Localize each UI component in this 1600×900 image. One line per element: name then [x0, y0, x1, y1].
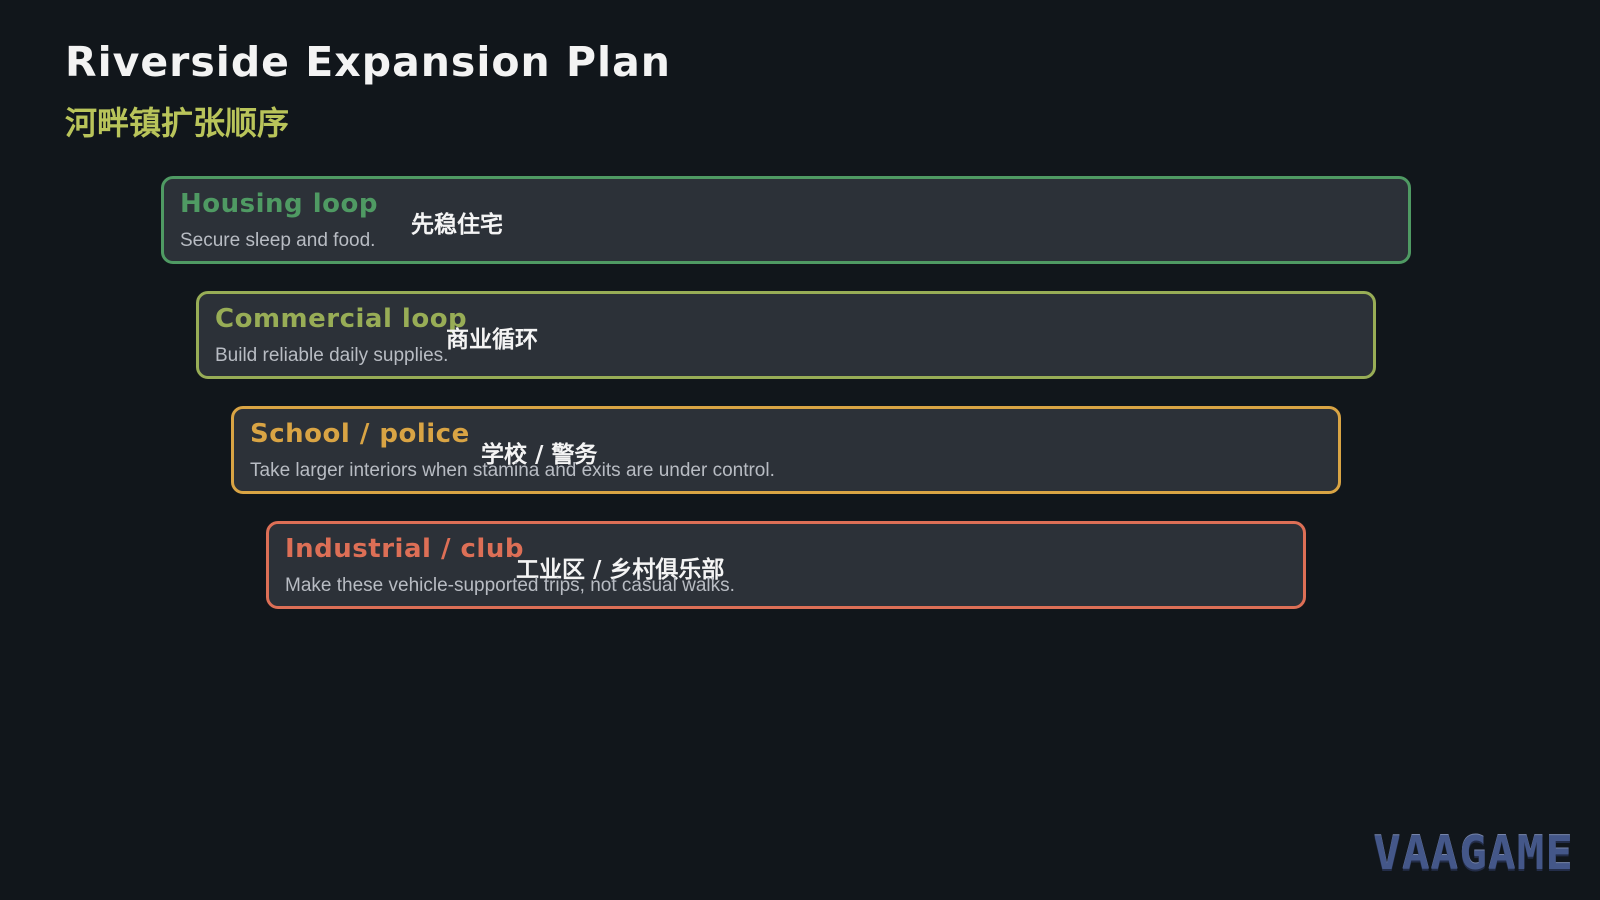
step-heading: Commercial loop — [215, 304, 467, 334]
step-title: Commercial loop — [215, 304, 468, 334]
step-title-cn: 先稳住宅 — [411, 212, 503, 238]
step-heading: Industrial / club — [285, 534, 524, 564]
step-title-cn: 学校 / 警务 — [481, 442, 598, 468]
step-description: Secure sleep and food. — [180, 230, 376, 251]
step-description: Build reliable daily supplies. — [215, 345, 449, 366]
step-school-police: School / police 学校 / 警务 Take larger inte… — [231, 406, 1341, 494]
step-title: Industrial / club — [285, 534, 524, 564]
step-title-cn: 商业循环 — [446, 327, 538, 353]
step-description: Make these vehicle-supported trips, not … — [285, 575, 735, 596]
step-title-cn: 工业区 / 乡村俱乐部 — [516, 557, 725, 583]
step-commercial-loop: Commercial loop 商业循环 Build reliable dail… — [196, 291, 1376, 379]
page-subtitle: 河畔镇扩张顺序 — [65, 104, 290, 142]
step-title: Housing loop — [180, 189, 378, 219]
brand-logo: VAAGAME — [1373, 826, 1574, 880]
step-description: Take larger interiors when stamina and e… — [250, 460, 775, 481]
step-housing-loop: Housing loop 先稳住宅 Secure sleep and food. — [161, 176, 1411, 264]
step-heading: Housing loop — [180, 189, 378, 219]
step-heading: School / police — [250, 419, 470, 449]
step-industrial-club: Industrial / club 工业区 / 乡村俱乐部 Make these… — [266, 521, 1306, 609]
step-title: School / police — [250, 419, 470, 449]
page-title: Riverside Expansion Plan — [65, 38, 671, 86]
